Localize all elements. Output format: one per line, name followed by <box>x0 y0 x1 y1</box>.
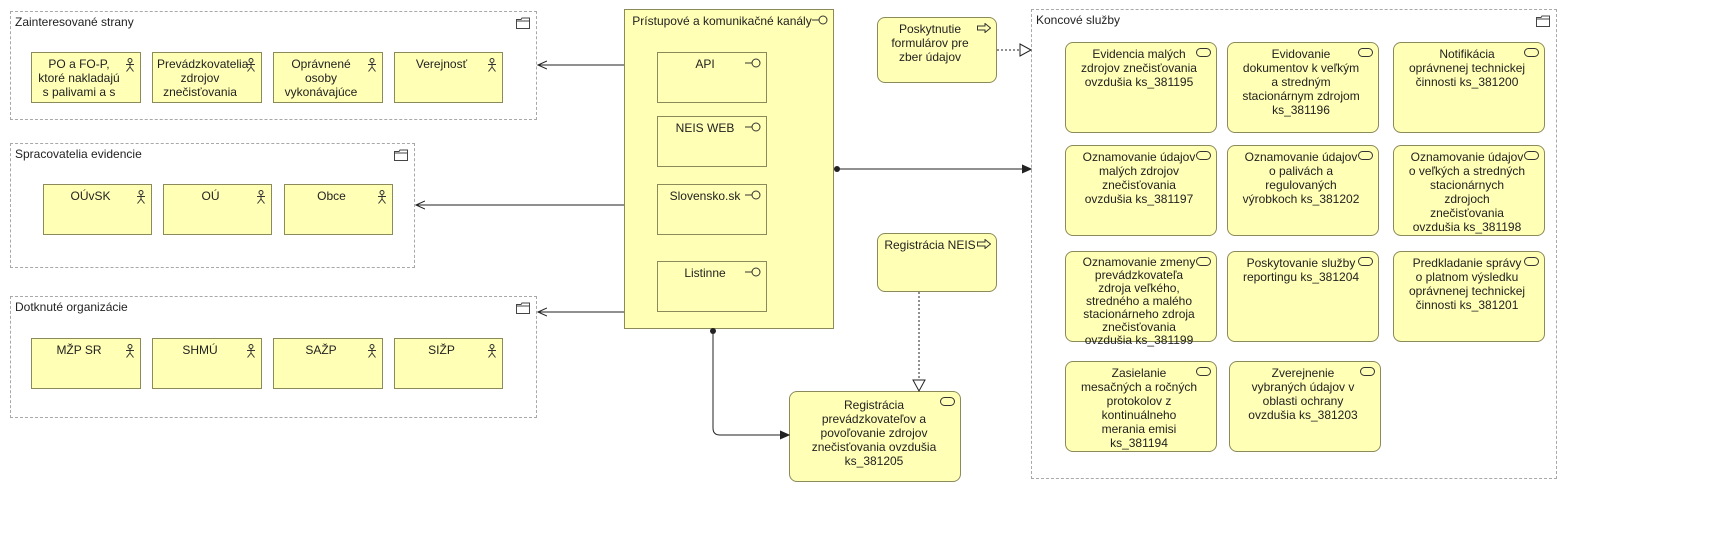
interface-icon <box>745 122 761 132</box>
actor-icon <box>488 344 496 358</box>
actor-box[interactable]: SAŽP <box>273 338 383 389</box>
service-registration[interactable]: Registrácia prevádzkovateľov a povoľovan… <box>789 391 961 482</box>
service-icon <box>1196 367 1211 376</box>
folder-icon <box>516 302 530 314</box>
actor-icon <box>126 58 134 72</box>
service-icon <box>1196 257 1211 266</box>
interface-icon <box>745 190 761 200</box>
interface-box[interactable]: Slovensko.sk <box>657 184 767 235</box>
service-icon <box>1196 48 1211 57</box>
actor-box[interactable]: OÚ <box>163 184 272 235</box>
service-label: Zverejnenie vybraných údajov v oblasti o… <box>1248 366 1358 422</box>
process-icon <box>977 23 991 33</box>
service-box[interactable]: Oznamovanie údajov o veľkých a stredných… <box>1393 145 1545 236</box>
service-label: Oznamovanie údajov o palivách a regulova… <box>1242 150 1360 206</box>
folder-icon <box>394 149 408 161</box>
service-box[interactable]: Oznamovanie zmeny prevádzkovateľa zdroja… <box>1065 251 1217 347</box>
service-label: Notifikácia oprávnenej technickej činnos… <box>1408 47 1526 89</box>
actor-icon <box>368 58 376 72</box>
actor-box[interactable]: SIŽP <box>394 338 503 389</box>
service-label: Poskytovanie služby reportingu ks_381204 <box>1242 256 1360 284</box>
service-label: Evidovanie dokumentov k veľkým a stredný… <box>1242 47 1360 117</box>
actor-label: Verejnosť <box>415 57 468 71</box>
interface-box[interactable]: NEIS WEB <box>657 116 767 167</box>
actor-label: OÚvSK <box>70 189 111 203</box>
service-label: Predkladanie správy o platnom výsledku o… <box>1408 256 1526 312</box>
group-title: Zainteresované strany <box>15 15 134 29</box>
actor-icon <box>247 58 255 72</box>
actor-label: Oprávnené osoby vykonávajúce <box>284 57 358 99</box>
process-icon <box>977 239 991 249</box>
interface-icon <box>745 58 761 68</box>
actor-label: MŽP SR <box>56 343 102 357</box>
actor-box[interactable]: MŽP SR <box>31 338 141 389</box>
interface-label: NEIS WEB <box>675 121 735 135</box>
actor-icon <box>247 344 255 358</box>
actor-label: SHMÚ <box>182 343 218 357</box>
service-box[interactable]: Evidencia malých zdrojov znečisťovania o… <box>1065 42 1217 133</box>
actor-label: Obce <box>317 189 346 203</box>
actor-box[interactable]: Obce <box>284 184 393 235</box>
interface-label: API <box>695 57 715 71</box>
interface-icon <box>812 15 828 25</box>
interface-icon <box>745 267 761 277</box>
service-box[interactable]: Predkladanie správy o platnom výsledku o… <box>1393 251 1545 342</box>
actor-icon <box>137 190 145 204</box>
actor-icon <box>378 190 386 204</box>
actor-icon <box>257 190 265 204</box>
process-registration-neis[interactable]: Registrácia NEIS <box>877 233 997 292</box>
service-icon <box>1358 257 1373 266</box>
service-box[interactable]: Zverejnenie vybraných údajov v oblasti o… <box>1229 361 1381 452</box>
service-label: Oznamovanie zmeny prevádzkovateľa zdroja… <box>1082 255 1196 347</box>
actor-label: OÚ <box>201 189 220 203</box>
service-label: Evidencia malých zdrojov znečisťovania o… <box>1081 47 1197 89</box>
folder-icon <box>1536 15 1550 27</box>
folder-icon <box>516 17 530 29</box>
service-box[interactable]: Notifikácia oprávnenej technickej činnos… <box>1393 42 1545 133</box>
process-label: Registrácia NEIS <box>884 238 976 252</box>
service-icon <box>1360 367 1375 376</box>
service-icon <box>1358 151 1373 160</box>
actor-box[interactable]: SHMÚ <box>152 338 262 389</box>
service-box[interactable]: Oznamovanie údajov o palivách a regulova… <box>1227 145 1379 236</box>
actor-label: PO a FO-P, ktoré nakladajú s palivami a … <box>38 57 120 99</box>
interface-label: Slovensko.sk <box>669 189 741 203</box>
service-label: Oznamovanie údajov o veľkých a stredných… <box>1408 150 1526 234</box>
service-box[interactable]: Poskytovanie služby reportingu ks_381204 <box>1227 251 1379 342</box>
actor-icon <box>488 58 496 72</box>
service-label: Registrácia prevádzkovateľov a povoľovan… <box>811 398 937 468</box>
process-forms[interactable]: Poskytnutie formulárov pre zber údajov <box>877 17 997 83</box>
service-box[interactable]: Zasielanie mesačných a ročných protokolo… <box>1065 361 1217 452</box>
service-label: Zasielanie mesačných a ročných protokolo… <box>1080 366 1198 450</box>
service-icon <box>1196 151 1211 160</box>
service-label: Oznamovanie údajov malých zdrojov znečis… <box>1082 150 1196 206</box>
actor-label: Prevádzkovatelia zdrojov znečisťovania <box>157 57 249 99</box>
service-icon <box>1524 48 1539 57</box>
service-icon <box>1358 48 1373 57</box>
group-title: Dotknuté organizácie <box>15 300 128 314</box>
actor-box[interactable]: Oprávnené osoby vykonávajúce <box>273 52 383 103</box>
interface-box[interactable]: Listinne <box>657 261 767 312</box>
service-icon <box>1524 257 1539 266</box>
actor-icon <box>126 344 134 358</box>
service-icon <box>940 397 955 406</box>
connector-dot <box>834 166 840 172</box>
interface-label: Listinne <box>684 266 726 280</box>
actor-box[interactable]: Prevádzkovatelia zdrojov znečisťovania <box>152 52 262 103</box>
actor-label: SAŽP <box>305 343 337 357</box>
service-box[interactable]: Evidovanie dokumentov k veľkým a stredný… <box>1227 42 1379 133</box>
channels-title: Prístupové a komunikačné kanály <box>632 14 812 28</box>
group-title: Koncové služby <box>1036 13 1121 27</box>
process-label: Poskytnutie formulárov pre zber údajov <box>891 22 969 64</box>
actor-label: SIŽP <box>428 343 455 357</box>
actor-box[interactable]: OÚvSK <box>43 184 152 235</box>
actor-icon <box>368 344 376 358</box>
actor-box[interactable]: Verejnosť <box>394 52 503 103</box>
service-box[interactable]: Oznamovanie údajov malých zdrojov znečis… <box>1065 145 1217 236</box>
interface-box[interactable]: API <box>657 52 767 103</box>
service-icon <box>1524 151 1539 160</box>
actor-box[interactable]: PO a FO-P, ktoré nakladajú s palivami a … <box>31 52 141 103</box>
connector-to-registration <box>712 331 789 435</box>
group-title: Spracovatelia evidencie <box>15 147 142 161</box>
